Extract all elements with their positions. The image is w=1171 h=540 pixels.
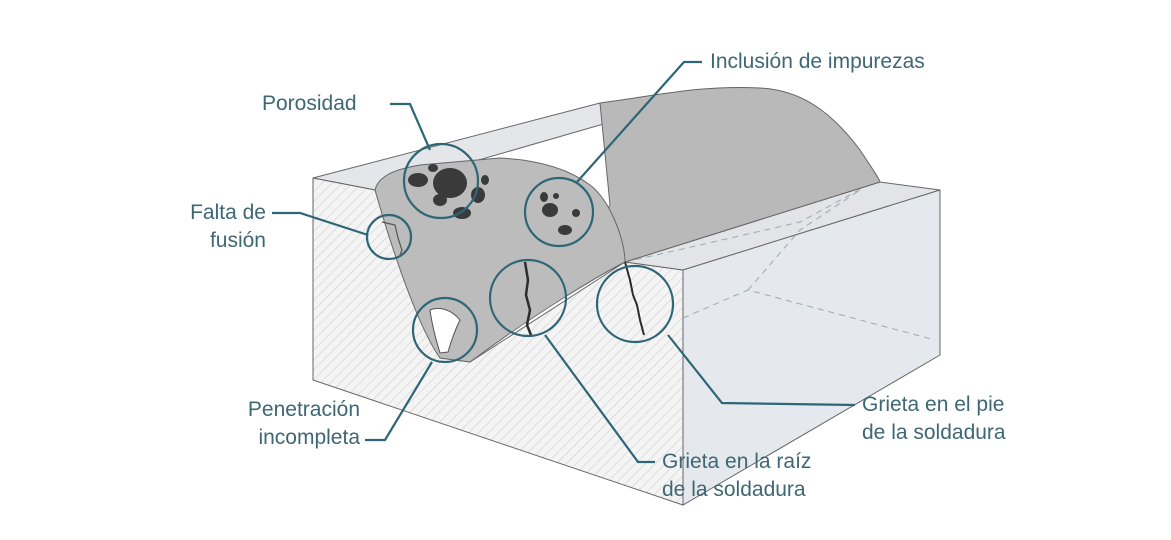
- inclusion-particles: [540, 192, 580, 235]
- leader-lines: [272, 60, 856, 464]
- label-line: fusión: [209, 229, 266, 252]
- hidden-edges-3: [747, 189, 861, 291]
- defect-circles: [365, 142, 675, 364]
- label-line: incompleta: [258, 426, 360, 449]
- label-line: de la soldadura: [862, 421, 1006, 444]
- label-line: Grieta en el pie: [862, 393, 1005, 416]
- label-line: Penetración: [247, 398, 360, 421]
- root-crack-circle: [488, 258, 568, 338]
- label-porosity: Porosidad: [262, 92, 357, 115]
- right-plate-face: [682, 189, 941, 506]
- hidden-edges: [624, 184, 869, 263]
- label-lack-fusion: Falta de fusión: [160, 199, 266, 255]
- toe-crack: [624, 261, 645, 336]
- label-inclusion: Inclusión de impurezas: [710, 50, 925, 73]
- label-root-crack: Grieta en la raíz de la soldadura: [662, 448, 811, 504]
- inclusion-circle: [523, 176, 595, 248]
- incomplete-penetration-void: [429, 307, 461, 354]
- label-toe-crack: Grieta en el pie de la soldadura: [862, 391, 1006, 447]
- label-line: de la soldadura: [662, 478, 806, 501]
- porosity-circle: [402, 142, 480, 220]
- incomplete-pen-circle: [411, 296, 479, 364]
- porosity-pores: [408, 164, 489, 219]
- root-crack: [523, 261, 533, 336]
- label-line: Grieta en la raíz: [662, 450, 812, 473]
- lack-fusion-circle: [365, 213, 413, 261]
- label-incomplete-penetration: Penetración incompleta: [200, 396, 360, 452]
- lack-of-fusion-gap: [381, 221, 403, 256]
- label-line: Falta de: [190, 201, 266, 224]
- toe-crack-circle: [595, 264, 675, 344]
